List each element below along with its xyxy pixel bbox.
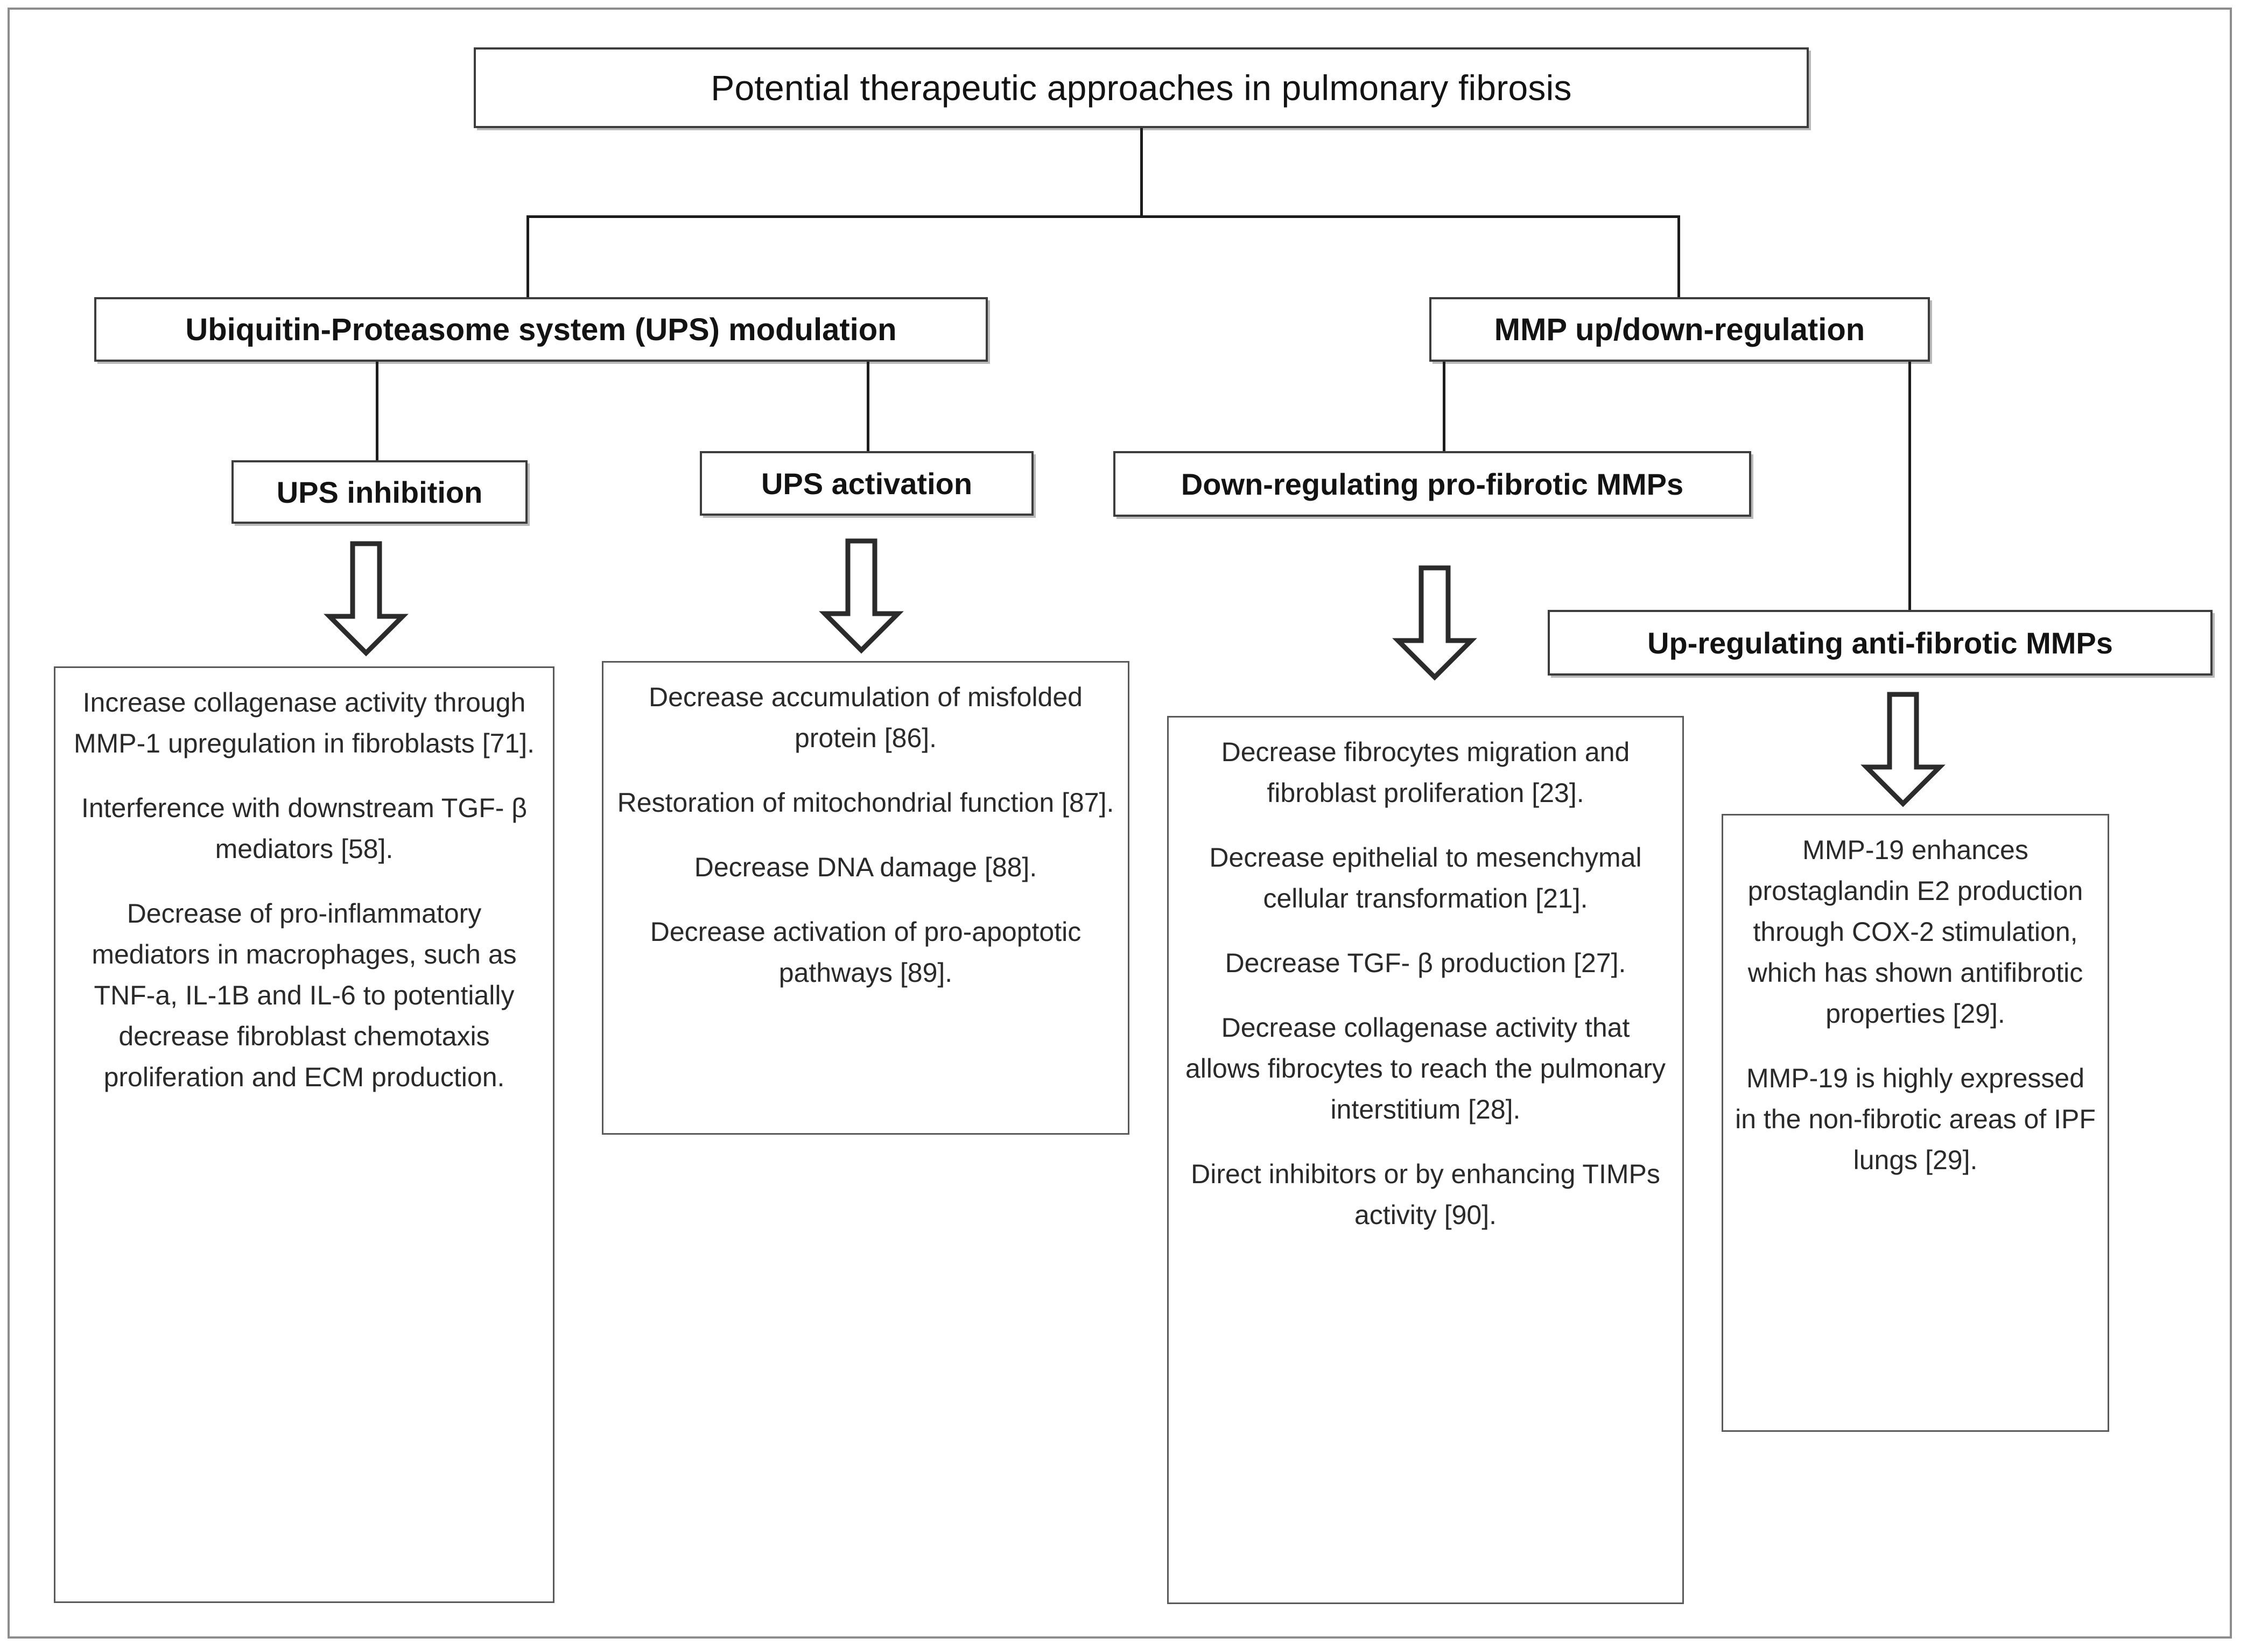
node-up-regulating-label: Up-regulating anti-fibrotic MMPs (1647, 625, 2113, 660)
connector-to-up-regulating (1908, 362, 1911, 625)
node-ups-inhibition: UPS inhibition (231, 460, 528, 524)
content-paragraph: Decrease TGF- β production [27]. (1225, 948, 1626, 978)
node-ups-inhibition-label: UPS inhibition (276, 475, 483, 509)
content-box-ups-inhibition: Increase collagenase activity through MM… (54, 666, 554, 1603)
node-title-label: Potential therapeutic approaches in pulm… (711, 68, 1572, 108)
content-paragraph: Decrease accumulation of misfolded prote… (649, 682, 1083, 753)
content-box-up-regulating: MMP-19 enhances prostaglandin E2 product… (1722, 814, 2109, 1432)
content-paragraph: MMP-19 is highly expressed in the non-fi… (1735, 1063, 2096, 1175)
connector-to-mmp-regulation (1677, 215, 1680, 299)
node-ups-modulation-label: Ubiquitin-Proteasome system (UPS) modula… (185, 312, 897, 347)
connector-to-ups-inhibition (376, 362, 378, 464)
content-box-down-regulating: Decrease fibrocytes migration and fibrob… (1167, 716, 1684, 1604)
node-up-regulating: Up-regulating anti-fibrotic MMPs (1548, 610, 2213, 676)
down-arrow-ups-inhibition (323, 541, 409, 657)
node-mmp-regulation-label: MMP up/down-regulation (1494, 312, 1865, 347)
content-paragraph: Decrease collagenase activity that allow… (1185, 1013, 1666, 1124)
content-box-ups-activation: Decrease accumulation of misfolded prote… (602, 661, 1129, 1135)
content-paragraph: Decrease fibrocytes migration and fibrob… (1221, 737, 1630, 808)
node-title: Potential therapeutic approaches in pulm… (474, 47, 1809, 128)
content-paragraph: MMP-19 enhances prostaglandin E2 product… (1747, 835, 2083, 1029)
content-paragraph: Direct inhibitors or by enhancing TIMPs … (1191, 1159, 1660, 1230)
content-paragraph: Decrease DNA damage [88]. (694, 852, 1037, 882)
connector-trunk-vertical (1140, 128, 1143, 217)
connector-split-horizontal (528, 215, 1680, 218)
node-mmp-regulation: MMP up/down-regulation (1429, 297, 1930, 362)
page-border (8, 8, 2232, 1639)
node-ups-modulation: Ubiquitin-Proteasome system (UPS) modula… (94, 297, 988, 362)
content-paragraph: Decrease of pro-inflammatory mediators i… (92, 898, 517, 1092)
content-paragraph: Restoration of mitochondrial function [8… (617, 788, 1114, 818)
node-ups-activation-label: UPS activation (761, 466, 973, 501)
node-down-regulating: Down-regulating pro-fibrotic MMPs (1113, 451, 1751, 517)
content-paragraph: Interference with downstream TGF- β medi… (81, 793, 528, 864)
connector-to-ups-modulation (526, 215, 529, 299)
content-paragraph: Increase collagenase activity through MM… (74, 687, 535, 758)
node-ups-activation: UPS activation (700, 451, 1034, 516)
down-arrow-down-regulating (1392, 565, 1478, 681)
down-arrow-up-regulating (1860, 692, 1946, 807)
content-paragraph: Decrease activation of pro-apoptotic pat… (650, 917, 1082, 988)
connector-to-down-regulating (1443, 362, 1445, 464)
connector-to-ups-activation (867, 362, 869, 456)
content-paragraph: Decrease epithelial to mesenchymal cellu… (1209, 842, 1642, 913)
down-arrow-ups-activation (818, 538, 904, 654)
node-down-regulating-label: Down-regulating pro-fibrotic MMPs (1181, 467, 1684, 501)
